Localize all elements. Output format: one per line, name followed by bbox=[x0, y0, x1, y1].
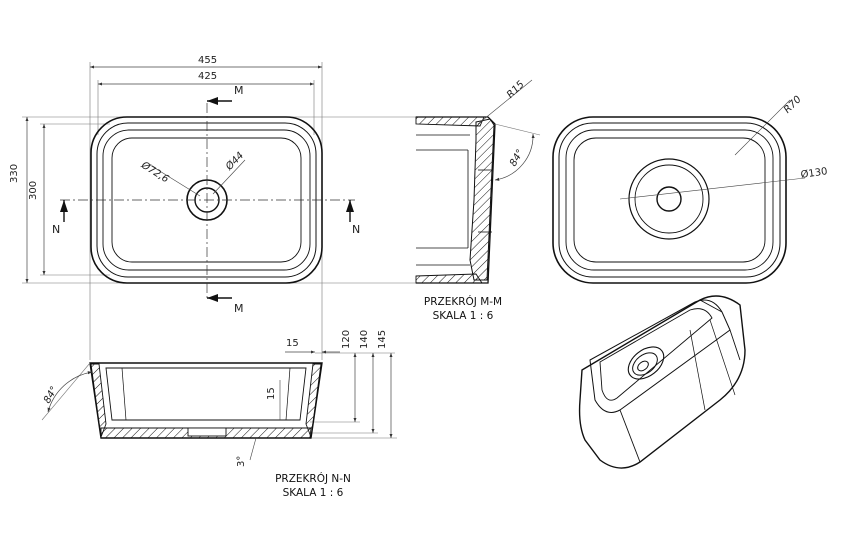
dim-n-wall: 15 bbox=[286, 338, 299, 349]
section-m-m bbox=[415, 79, 541, 284]
dim-inner-width: 425 bbox=[198, 71, 218, 82]
caption-section-m-scale: SKALA 1 : 6 bbox=[432, 310, 494, 322]
dim-n-h2: 140 bbox=[359, 329, 370, 349]
caption-section-n-scale: SKALA 1 : 6 bbox=[282, 487, 344, 499]
dim-n-h3: 145 bbox=[377, 329, 388, 349]
caption-section-m-title: PRZEKRÓJ M-M bbox=[423, 296, 503, 308]
dim-outer-width: 455 bbox=[198, 55, 218, 66]
section-n-label-left: N bbox=[52, 223, 61, 236]
right-view bbox=[552, 99, 806, 284]
dim-n-bottom: 15 bbox=[266, 387, 277, 400]
section-m-label-bottom: M bbox=[234, 302, 244, 315]
section-n-n bbox=[41, 350, 397, 461]
dim-inner-depth: 300 bbox=[28, 180, 39, 200]
section-m-label-top: M bbox=[234, 84, 244, 97]
top-view bbox=[22, 62, 420, 360]
isometric-view bbox=[578, 295, 746, 469]
caption-section-n: PRZEKRÓJ N-N SKALA 1 : 6 bbox=[258, 472, 368, 500]
caption-section-m: PRZEKRÓJ M-M SKALA 1 : 6 bbox=[408, 295, 518, 323]
section-n-label-right: N bbox=[352, 223, 361, 236]
dim-outer-depth: 330 bbox=[9, 163, 20, 183]
caption-section-n-title: PRZEKRÓJ N-N bbox=[275, 473, 351, 485]
dim-n-slope: 3° bbox=[236, 455, 247, 467]
dim-n-h1: 120 bbox=[341, 329, 352, 349]
